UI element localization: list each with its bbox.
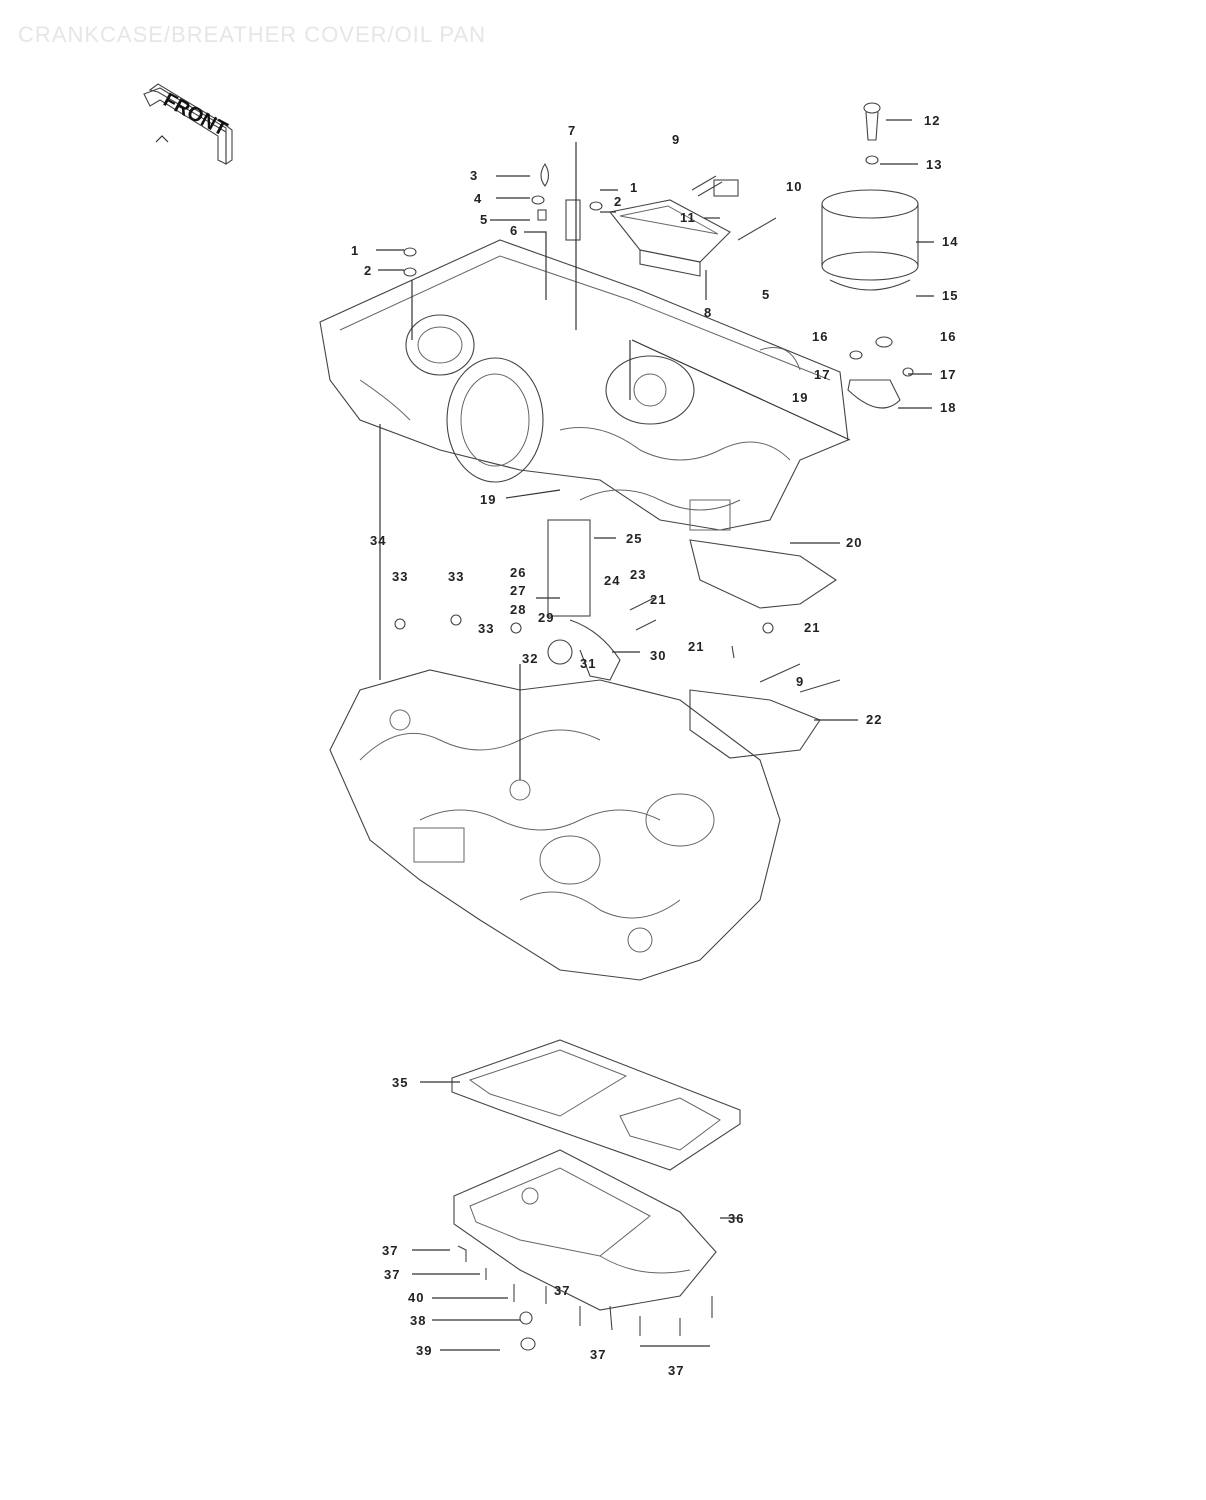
callout-5: 5 — [480, 212, 489, 227]
callout-37: 37 — [382, 1243, 399, 1258]
callout-12: 12 — [924, 113, 941, 128]
callout-19: 19 — [792, 390, 809, 405]
callout-13: 13 — [926, 157, 943, 172]
callout-17: 17 — [940, 367, 957, 382]
callout-1: 1 — [351, 243, 360, 258]
callout-38: 38 — [410, 1313, 427, 1328]
callout-10: 10 — [786, 179, 803, 194]
front-label: FRONT — [160, 89, 231, 141]
callout-3: 3 — [470, 168, 479, 183]
callout-14: 14 — [942, 234, 959, 249]
callout-35: 35 — [392, 1075, 409, 1090]
callout-30: 30 — [650, 648, 667, 663]
breather-cover — [609, 199, 731, 277]
callout-4: 4 — [474, 191, 483, 206]
oil-filter — [821, 102, 919, 409]
callout-16: 16 — [812, 329, 829, 344]
callout-17: 17 — [814, 367, 831, 382]
callout-21: 21 — [804, 620, 821, 635]
callout-32: 32 — [522, 651, 539, 666]
callout-18: 18 — [940, 400, 957, 415]
callout-21: 21 — [688, 639, 705, 654]
callout-40: 40 — [408, 1290, 425, 1305]
callout-28: 28 — [510, 602, 527, 617]
callout-7: 7 — [568, 123, 577, 138]
callout-8: 8 — [704, 305, 713, 320]
callout-26: 26 — [510, 565, 527, 580]
callout-9: 9 — [796, 674, 805, 689]
oil-pump-assembly — [547, 519, 837, 759]
front-arrow-badge: FRONT — [143, 83, 233, 166]
callout-34: 34 — [370, 533, 387, 548]
callout-19: 19 — [480, 492, 497, 507]
callout-2: 2 — [614, 194, 623, 209]
callout-20: 20 — [846, 535, 863, 550]
callout-37: 37 — [384, 1267, 401, 1282]
lower-crankcase — [329, 669, 781, 981]
callout-16: 16 — [940, 329, 957, 344]
callout-37: 37 — [554, 1283, 571, 1298]
callout-37: 37 — [590, 1347, 607, 1362]
callout-2: 2 — [364, 263, 373, 278]
callout-22: 22 — [866, 712, 883, 727]
oil-pan — [453, 1149, 717, 1311]
page-title: CRANKCASE/BREATHER COVER/OIL PAN — [18, 22, 487, 47]
callout-15: 15 — [942, 288, 959, 303]
callout-9: 9 — [672, 132, 681, 147]
callout-25: 25 — [626, 531, 643, 546]
callout-33: 33 — [392, 569, 409, 584]
callout-6: 6 — [510, 223, 519, 238]
callout-29: 29 — [538, 610, 555, 625]
callout-5: 5 — [762, 287, 771, 302]
oil-pan-gasket — [451, 1039, 741, 1171]
callout-36: 36 — [728, 1211, 745, 1226]
callout-24: 24 — [604, 573, 621, 588]
callout-31: 31 — [580, 656, 597, 671]
callout-1: 1 — [630, 180, 639, 195]
upper-crankcase — [319, 239, 849, 531]
callout-39: 39 — [416, 1343, 433, 1358]
leader-lines — [376, 119, 934, 1351]
callout-37: 37 — [668, 1363, 685, 1378]
fasteners — [394, 162, 914, 1351]
callout-23: 23 — [630, 567, 647, 582]
callout-11: 11 — [680, 210, 696, 225]
callout-21: 21 — [650, 592, 667, 607]
callout-33: 33 — [478, 621, 495, 636]
callout-33: 33 — [448, 569, 465, 584]
callout-27: 27 — [510, 583, 527, 598]
